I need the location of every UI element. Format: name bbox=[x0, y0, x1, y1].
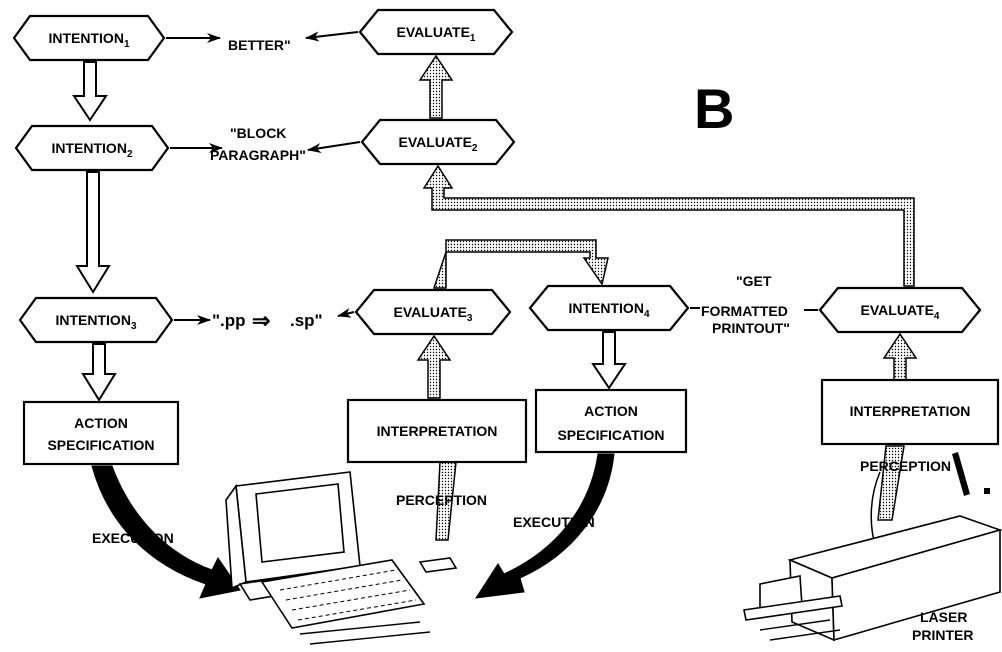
dotted-arrow-evaluate3-to-intention4 bbox=[432, 239, 609, 289]
panel-letter: B bbox=[694, 77, 734, 140]
goal-get-line3: PRINTOUT" bbox=[712, 320, 790, 336]
interpretation-2-label: INTERPRETATION bbox=[850, 403, 971, 419]
action-specification-box-2: ACTION SPECIFICATION bbox=[534, 388, 688, 454]
action-spec-2-line2: SPECIFICATION bbox=[557, 427, 664, 443]
intention-1-label: INTENTION bbox=[48, 30, 123, 46]
arrow-evaluate3-to-sp bbox=[337, 307, 355, 318]
intention-3-subscript: 3 bbox=[131, 321, 137, 332]
hollow-arrow-intention4-to-action bbox=[591, 331, 627, 390]
hollow-arrow-intention2-to-3 bbox=[75, 171, 111, 294]
execution-label-1: EXECUTION bbox=[92, 530, 174, 546]
svg-text:EVALUATE2: EVALUATE2 bbox=[399, 134, 478, 154]
laser-printer-line1: LASER bbox=[920, 609, 967, 625]
computer-illustration bbox=[225, 471, 458, 645]
execution-arrow-2 bbox=[474, 453, 615, 599]
dotted-arrow-evaluate2-to-1 bbox=[418, 54, 454, 119]
svg-text:INTENTION1: INTENTION1 bbox=[48, 30, 129, 50]
svg-text:INTENTION4: INTENTION4 bbox=[568, 300, 649, 320]
action-specification-box-1: ACTION SPECIFICATION bbox=[22, 400, 180, 466]
goal-block-line2: PARAGRAPH" bbox=[210, 147, 306, 163]
evaluate-2-label: EVALUATE bbox=[399, 134, 472, 150]
hollow-arrow-intention1-to-2 bbox=[72, 61, 108, 122]
action-spec-2-line1: ACTION bbox=[584, 403, 638, 419]
goal-sp: .sp" bbox=[290, 311, 323, 330]
intention-3-label: INTENTION bbox=[55, 312, 130, 328]
evaluate-3-subscript: 3 bbox=[467, 313, 473, 324]
evaluate-1-label: EVALUATE bbox=[397, 24, 470, 40]
interpretation-box-2: INTERPRETATION bbox=[820, 378, 1000, 446]
execution-label-2: EXECUTION bbox=[513, 514, 595, 530]
intention-1-subscript: 1 bbox=[124, 39, 130, 50]
execution-arrow-1 bbox=[91, 465, 241, 599]
evaluate-3-label: EVALUATE bbox=[394, 304, 467, 320]
svg-text:EVALUATE3: EVALUATE3 bbox=[394, 304, 473, 324]
intention-2-node: INTENTION2 bbox=[14, 124, 170, 172]
goal-better: BETTER" bbox=[228, 37, 291, 53]
evaluate-4-label: EVALUATE bbox=[861, 302, 934, 318]
goal-block-line1: "BLOCK bbox=[230, 125, 286, 141]
svg-text:INTENTION3: INTENTION3 bbox=[55, 312, 136, 332]
intention-2-label: INTENTION bbox=[51, 140, 126, 156]
interpretation-1-label: INTERPRETATION bbox=[377, 423, 498, 439]
dotted-arrow-interpretation2-to-evaluate4 bbox=[882, 332, 918, 381]
svg-text:INTENTION2: INTENTION2 bbox=[51, 140, 132, 160]
action-spec-1-line2: SPECIFICATION bbox=[47, 437, 154, 453]
intention-4-node: INTENTION4 bbox=[528, 284, 690, 332]
evaluate-4-subscript: 4 bbox=[934, 311, 940, 322]
laser-printer-illustration bbox=[743, 452, 1002, 642]
goal-get-line1: "GET bbox=[736, 273, 772, 289]
svg-text:EVALUATE1: EVALUATE1 bbox=[397, 24, 476, 44]
intention-1-node: INTENTION1 bbox=[12, 14, 166, 62]
goal-pp: ".pp bbox=[212, 311, 246, 330]
goal-get-line2: FORMATTED bbox=[701, 303, 788, 319]
evaluate-1-subscript: 1 bbox=[470, 33, 476, 44]
arrow-evaluate2-to-block bbox=[307, 141, 361, 153]
evaluate-2-node: EVALUATE2 bbox=[360, 118, 516, 166]
intention-3-node: INTENTION3 bbox=[18, 296, 174, 344]
dotted-arrow-interpretation1-to-evaluate3 bbox=[416, 334, 452, 399]
dotted-perception-column-2 bbox=[877, 445, 905, 521]
laser-printer-line2: PRINTER bbox=[912, 627, 973, 643]
evaluate-1-node: EVALUATE1 bbox=[358, 8, 514, 56]
evaluate-2-subscript: 2 bbox=[472, 143, 478, 154]
intention-4-subscript: 4 bbox=[644, 309, 650, 320]
interpretation-box-1: INTERPRETATION bbox=[346, 398, 528, 464]
goal-implies-arrow: ⇒ bbox=[252, 308, 270, 333]
perception-label-2: PERCEPTION bbox=[860, 458, 951, 474]
dotted-arrow-evaluate4-to-evaluate2 bbox=[422, 164, 915, 287]
perception-label-1: PERCEPTION bbox=[396, 492, 487, 508]
arrow-evaluate1-to-better bbox=[305, 31, 359, 42]
evaluate-4-node: EVALUATE4 bbox=[818, 286, 982, 334]
svg-text:EVALUATE4: EVALUATE4 bbox=[861, 302, 940, 322]
evaluate-3-node: EVALUATE3 bbox=[354, 288, 512, 336]
hollow-arrow-intention3-to-action bbox=[81, 343, 117, 402]
intention-2-subscript: 2 bbox=[127, 149, 133, 160]
intention-4-label: INTENTION bbox=[568, 300, 643, 316]
action-spec-1-line1: ACTION bbox=[74, 415, 128, 431]
